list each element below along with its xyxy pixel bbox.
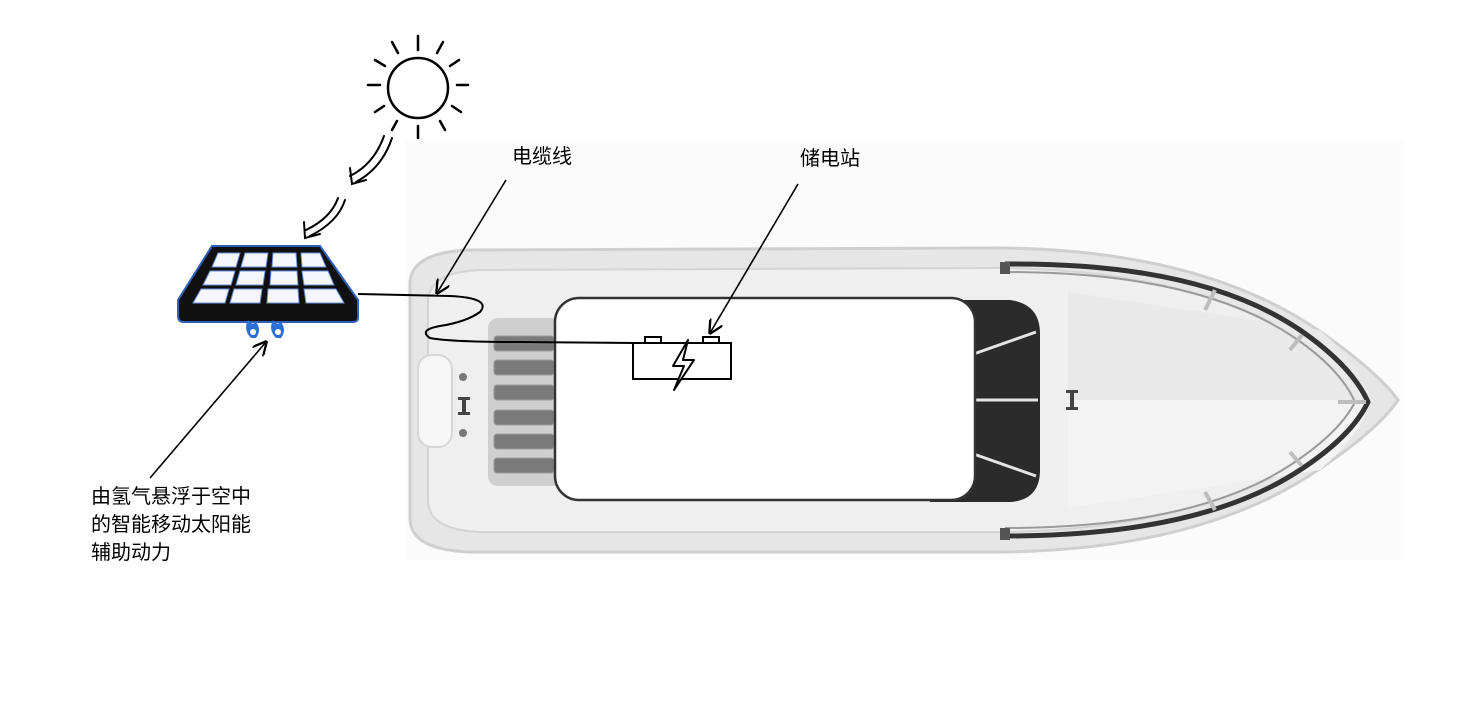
label-solar-assist: 由氢气悬浮于空中 的智能移动太阳能 辅助动力 xyxy=(91,482,251,566)
boat-illustration xyxy=(405,140,1405,560)
label-solar-assist-line-1: 由氢气悬浮于空中 xyxy=(91,484,251,508)
cable-line xyxy=(357,293,641,344)
sunlight-arrow-icon xyxy=(303,135,393,240)
label-solar-assist-line-3: 辅助动力 xyxy=(91,540,171,564)
panel-leader-arrow xyxy=(149,342,266,479)
label-storage-station: 储电站 xyxy=(800,146,860,170)
solar-panel-icon xyxy=(177,245,359,323)
label-solar-assist-line-2: 的智能移动太阳能 xyxy=(91,512,251,536)
storage-leader-arrow xyxy=(710,183,799,333)
lightning-bolt-icon xyxy=(672,339,695,391)
label-cable: 电缆线 xyxy=(512,144,572,168)
hydrogen-flame-icon xyxy=(246,320,284,338)
sun-icon xyxy=(366,34,470,140)
cable-leader-arrow xyxy=(437,179,507,293)
